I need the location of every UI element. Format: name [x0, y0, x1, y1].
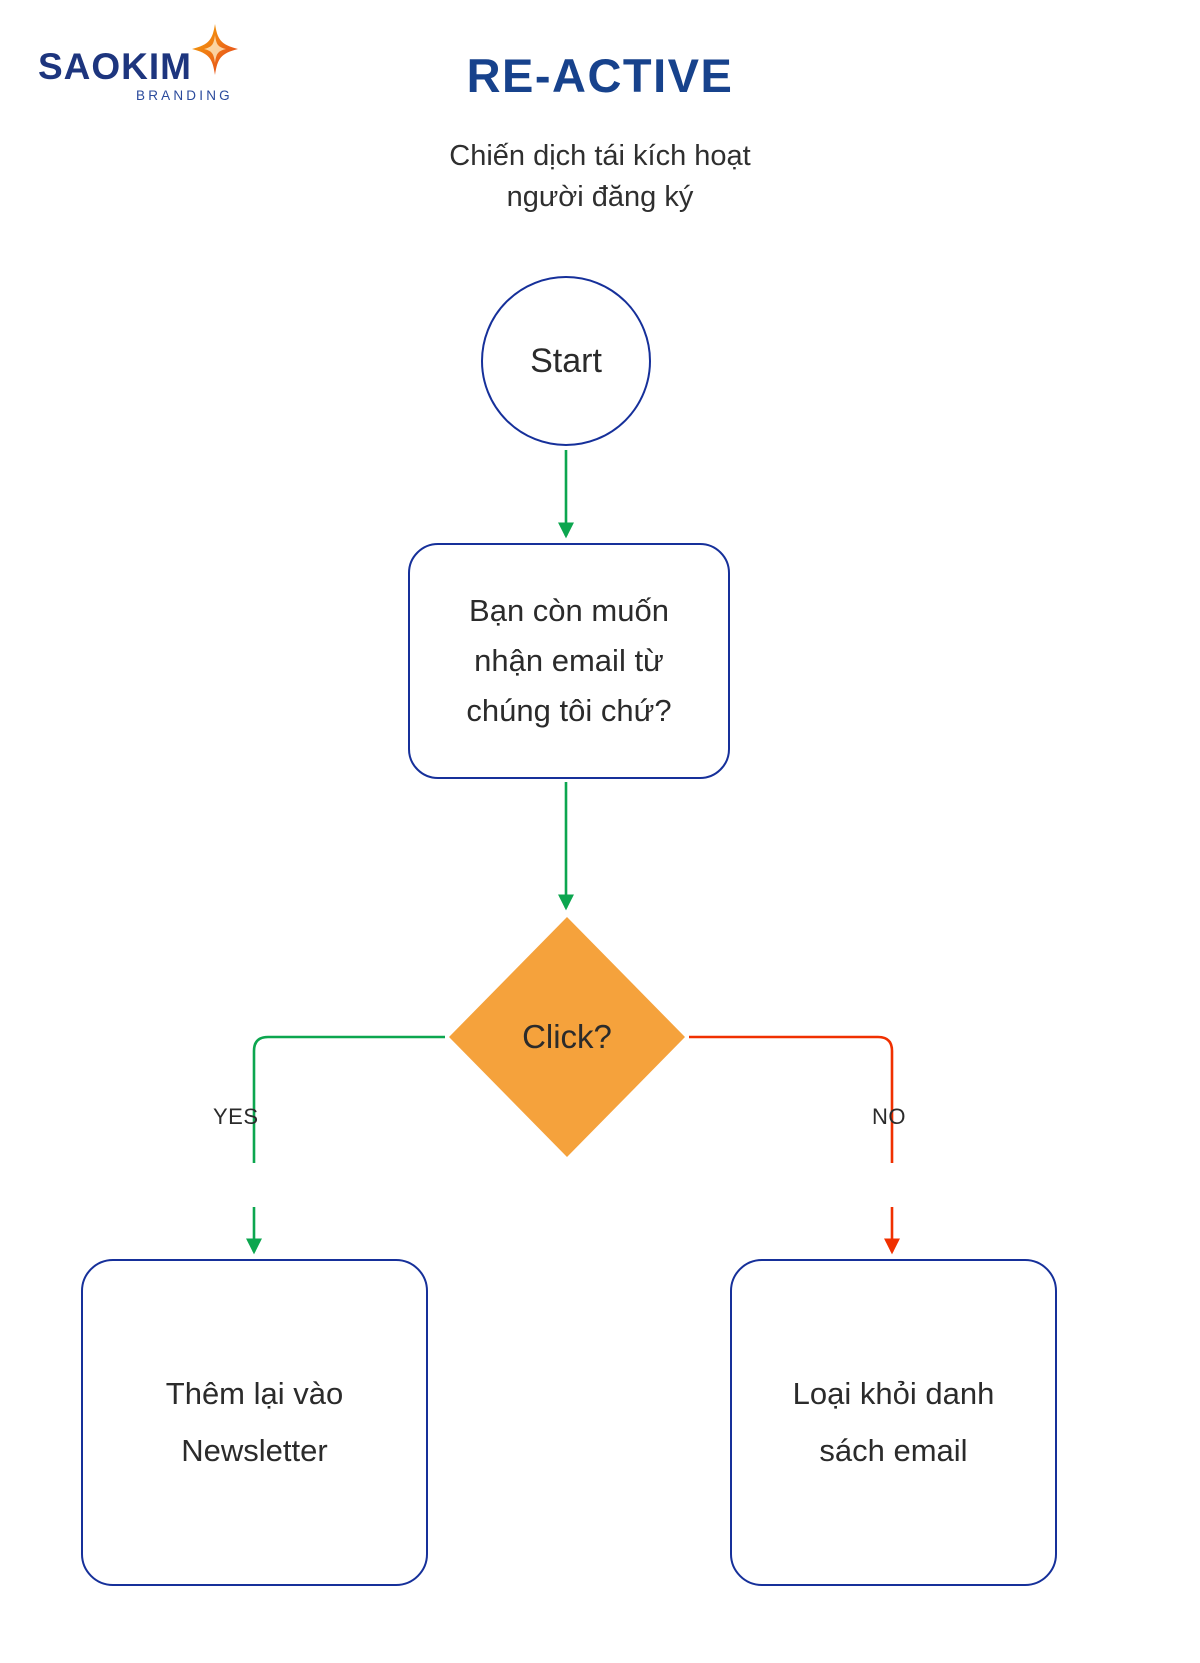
edge-label-yes: YES [213, 1104, 259, 1129]
edge-decision-to-no [689, 1035, 894, 1163]
node-decision-shape[interactable] [447, 915, 687, 1159]
node-outcome-yes-line-1: Thêm lại vào [165, 1376, 344, 1412]
node-outcome-no-line-1: Loại khỏi danh [792, 1376, 995, 1412]
node-start-shape[interactable] [481, 276, 651, 446]
page-subtitle: Chiến dịch tái kích hoạt người đăng ký [0, 136, 1200, 218]
node-question-line-3: chúng tôi chứ? [466, 693, 672, 729]
node-question-label: Bạn còn muốn nhận email từ chúng tôi chứ… [408, 543, 730, 779]
node-outcome-no-line-2: sách email [819, 1432, 968, 1468]
node-question-shape[interactable] [408, 543, 730, 779]
node-decision-label: Click? [522, 1018, 612, 1055]
node-outcome-yes-shape[interactable] [81, 1259, 428, 1586]
node-outcome-yes-line-2: Newsletter [181, 1432, 328, 1468]
page-subtitle-line-2: người đăng ký [506, 181, 694, 214]
node-outcome-no-shape[interactable] [730, 1259, 1057, 1586]
saokim-logo: SAOKIM BRANDING [38, 24, 238, 106]
node-outcome-yes-label: Thêm lại vào Newsletter [81, 1259, 428, 1586]
node-start-label: Start [530, 341, 602, 380]
node-question-line-1: Bạn còn muốn [469, 592, 669, 628]
edge-decision-to-yes [252, 1035, 445, 1163]
node-outcome-no-label: Loại khỏi danh sách email [730, 1259, 1057, 1586]
four-point-star-icon [192, 24, 238, 75]
node-question-line-2: nhận email từ [474, 642, 664, 678]
page-subtitle-line-1: Chiến dịch tái kích hoạt [449, 140, 751, 172]
page-title: RE-ACTIVE [466, 49, 734, 102]
edge-label-no: NO [872, 1104, 906, 1129]
logo-wordmark: SAOKIM [38, 46, 192, 87]
logo-tagline: BRANDING [136, 88, 233, 103]
